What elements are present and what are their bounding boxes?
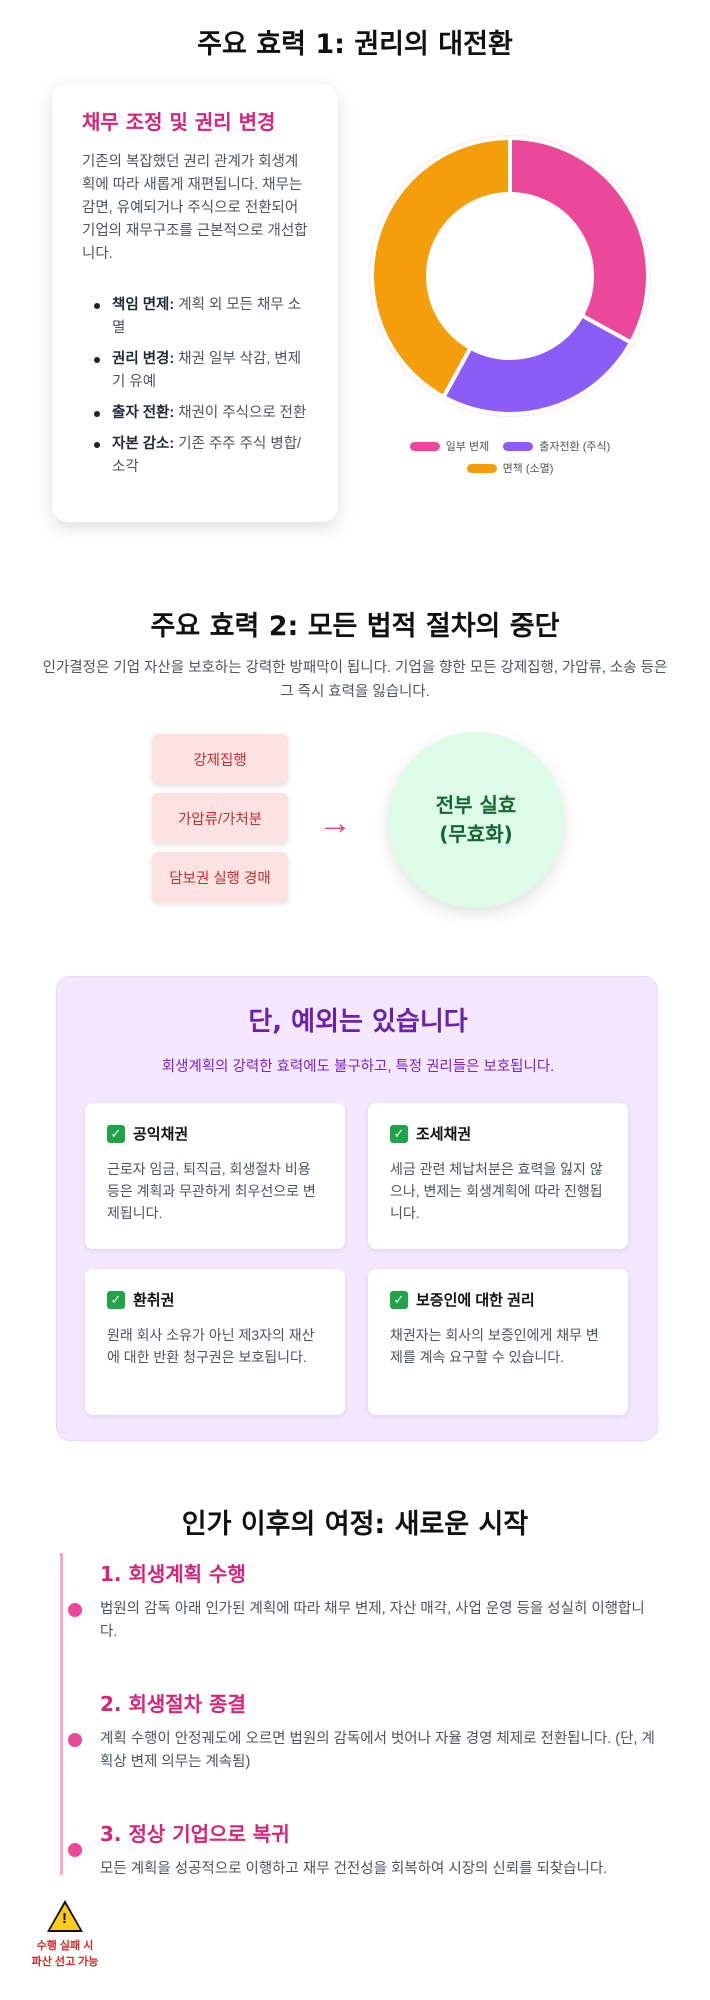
bullet-label: 출자 전환: — [112, 405, 175, 421]
bullet-label: 권리 변경: — [112, 351, 175, 367]
timeline-step-title: 1. 회생계획 수행 — [100, 1562, 246, 1586]
section1-title: 주요 효력 1: 권리의 대전환 — [197, 29, 513, 60]
donut-chart-svg — [369, 135, 651, 417]
bankruptcy-warning: ! 수행 실패 시 파산 선고 가능 — [20, 1900, 110, 1970]
legend-item[interactable]: 일부 변제 — [409, 438, 490, 454]
exception-card-text: 원래 회사 소유가 아닌 제3자의 재산에 대한 반환 청구권은 보호됩니다. — [107, 1327, 315, 1365]
exception-card: ✓ 공익채권 근로자 임금, 퇴직금, 회생절차 비용 등은 계획과 무관하게 최… — [85, 1103, 345, 1249]
exceptions-panel: 단, 예외는 있습니다 회생계획의 강력한 효력에도 불구하고, 특정 권리들은… — [56, 976, 658, 1441]
bullet-text: 채권 일부 삭감, 변제기 유예 — [112, 351, 302, 390]
exception-card-title: 공익채권 — [133, 1126, 189, 1143]
result-line: 전부 실효 — [435, 793, 517, 817]
bullet-text: 기존 주주 주식 병합/소각 — [112, 436, 302, 475]
bullet-label: 자본 감소: — [112, 436, 175, 452]
legend-swatch — [466, 463, 497, 473]
timeline-step-title: 3. 정상 기업으로 복귀 — [100, 1822, 290, 1846]
check-icon: ✓ — [107, 1124, 125, 1143]
timeline-step-text: 법원의 감독 아래 인가된 계획에 따라 채무 변제, 자산 매각, 사업 운영… — [100, 1601, 645, 1640]
list-item: 권리 변경: 채권 일부 삭감, 변제기 유예 — [94, 348, 308, 394]
timeline-step-text: 모든 계획을 성공적으로 이행하고 재무 건전성을 회복하여 시장의 신뢰를 되… — [100, 1861, 608, 1877]
timeline-line — [60, 1553, 63, 1875]
timeline-dot — [68, 1843, 82, 1857]
bullet-dot — [94, 411, 100, 417]
legend-swatch — [503, 441, 534, 451]
warning-text: 수행 실패 시 — [36, 1940, 94, 1952]
timeline-dot — [68, 1603, 82, 1617]
exception-card-title: 보증인에 대한 권리 — [416, 1292, 535, 1309]
debt-adjustment-card: 채무 조정 및 권리 변경 기존의 복잡했던 권리 관계가 회생계획에 따라 새… — [52, 84, 338, 522]
legend-item[interactable]: 면책 (소멸) — [466, 460, 554, 476]
card-title: 채무 조정 및 권리 변경 — [82, 110, 276, 134]
warning-text: 파산 선고 가능 — [31, 1956, 99, 1968]
exception-card-title: 조세채권 — [416, 1126, 472, 1143]
procedure-box: 담보권 실행 경매 — [152, 852, 288, 902]
bullet-text: 채권이 주식으로 전환 — [174, 405, 307, 421]
timeline-step-text: 계획 수행이 안정궤도에 오르면 법원의 감독에서 벗어나 자율 경영 체제로 … — [100, 1731, 655, 1770]
exception-card-text: 세금 관련 체납처분은 효력을 잃지 않으나, 변제는 회생계획에 따라 진행됩… — [390, 1161, 603, 1221]
check-icon: ✓ — [390, 1124, 408, 1143]
exception-card: ✓ 환취권 원래 회사 소유가 아닌 제3자의 재산에 대한 반환 청구권은 보호… — [85, 1269, 345, 1415]
section2-text: 인가결정은 기업 자산을 보호하는 강력한 방패막이 됩니다. 기업을 향한 모… — [42, 660, 668, 700]
void-result-circle: 전부 실효 (무효화) — [388, 732, 564, 908]
bullet-dot — [94, 303, 100, 309]
legend-label: 면책 (소멸) — [502, 463, 554, 475]
exception-card-text: 근로자 임금, 퇴직금, 회생절차 비용 등은 계획과 무관하게 최우선으로 변… — [107, 1161, 316, 1221]
legend-swatch — [409, 441, 440, 451]
legend-label: 출자전환 (주식) — [539, 441, 611, 453]
donut-chart — [366, 126, 654, 426]
timeline-dot — [68, 1733, 82, 1747]
chart-legend: 일부 변제 출자전환 (주식) 면책 (소멸) — [366, 438, 654, 482]
section4-title: 인가 이후의 여정: 새로운 시작 — [181, 1509, 529, 1540]
legend-label: 일부 변제 — [445, 441, 490, 453]
donut-hole — [429, 195, 591, 357]
list-item: 자본 감소: 기존 주주 주식 병합/소각 — [94, 433, 308, 479]
result-line: (무효화) — [439, 822, 513, 846]
list-item: 출자 전환: 채권이 주식으로 전환 — [94, 402, 308, 425]
exception-card-title: 환취권 — [133, 1292, 175, 1309]
procedure-box: 강제집행 — [152, 734, 288, 784]
exception-card-text: 채권자는 회사의 보증인에게 채무 변제를 계속 요구할 수 있습니다. — [390, 1327, 599, 1365]
bullet-label: 책임 면제: — [112, 297, 175, 313]
bullet-dot — [94, 357, 100, 363]
list-item: 책임 면제: 계획 외 모든 채무 소멸 — [94, 294, 308, 340]
check-icon: ✓ — [390, 1290, 408, 1309]
bullet-dot — [94, 442, 100, 448]
donut-slice-1[interactable] — [508, 135, 650, 346]
section2-title: 주요 효력 2: 모든 법적 절차의 중단 — [150, 611, 560, 642]
bullet-text: 계획 외 모든 채무 소멸 — [112, 297, 302, 336]
check-icon: ✓ — [107, 1290, 125, 1309]
exception-card: ✓ 보증인에 대한 권리 채권자는 회사의 보증인에게 채무 변제를 계속 요구할… — [368, 1269, 628, 1415]
exceptions-subtitle: 회생계획의 강력한 효력에도 불구하고, 특정 권리들은 보호됩니다. — [161, 1059, 555, 1075]
warning-icon: ! — [47, 1900, 83, 1932]
arrow-right-icon: → — [318, 804, 352, 842]
card-text: 기존의 복잡했던 권리 관계가 회생계획에 따라 새롭게 재편됩니다. 채무는 … — [82, 154, 308, 262]
donut-slice-2[interactable] — [440, 312, 634, 416]
procedure-box: 가압류/가처분 — [152, 793, 288, 843]
timeline-step-title: 2. 회생절차 종결 — [100, 1692, 246, 1716]
legend-item[interactable]: 출자전환 (주식) — [503, 438, 610, 454]
exceptions-title: 단, 예외는 있습니다 — [248, 1007, 468, 1037]
effects-list: 책임 면제: 계획 외 모든 채무 소멸 권리 변경: 채권 일부 삭감, 변제… — [82, 294, 308, 479]
exception-card: ✓ 조세채권 세금 관련 체납처분은 효력을 잃지 않으나, 변제는 회생계획에 … — [368, 1103, 628, 1249]
donut-slice-3[interactable] — [370, 135, 512, 400]
